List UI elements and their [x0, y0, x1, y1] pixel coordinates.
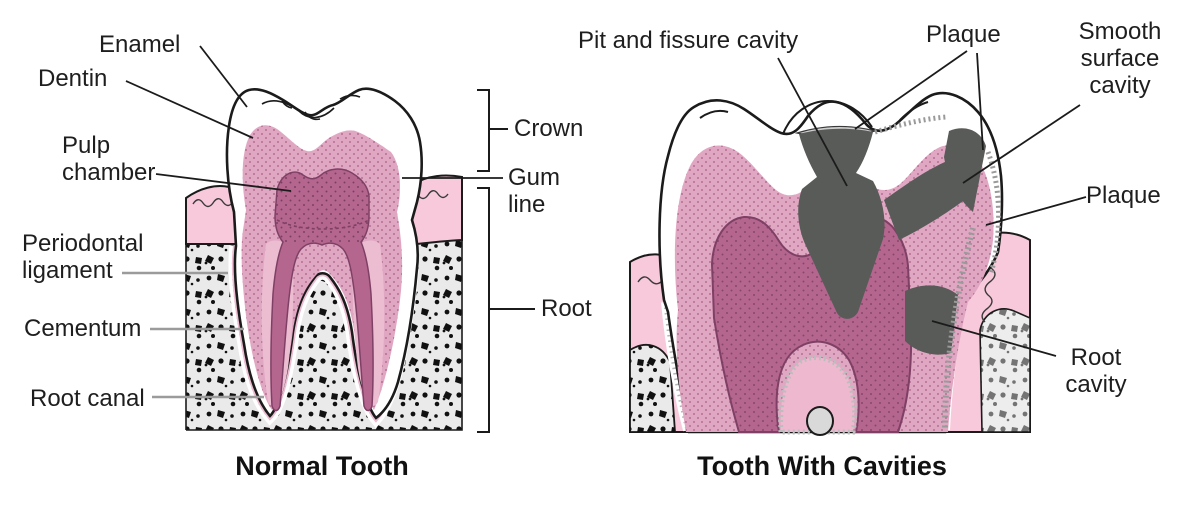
root-canal-cross-section: [778, 355, 858, 436]
plaque-top-leader-b: [976, 52, 984, 151]
pit-fissure-leader: [777, 57, 848, 187]
plaque-top-leader-a: [854, 50, 968, 130]
crown-dome-detail: [699, 99, 929, 135]
root-bracket: [477, 187, 490, 433]
cavity-shapes: [798, 128, 986, 355]
caption-normal-tooth: Normal Tooth: [235, 451, 409, 481]
label-pulp-chamber: Pulp chamber: [62, 132, 156, 187]
pulp-chamber-shape: [270, 168, 374, 412]
label-smooth-surface-cavity: Smooth surface cavity: [1078, 18, 1162, 100]
plaque-side-leader: [985, 196, 1087, 226]
crown-bracket: [477, 89, 490, 172]
label-gum-line: Gum line: [508, 164, 561, 219]
smooth-surface-cavity-shape: [944, 128, 986, 212]
root-cavity-leader: [931, 320, 1057, 357]
label-enamel: Enamel: [99, 31, 181, 58]
leader-lines-black: [125, 45, 1087, 357]
label-root-canal: Root canal: [30, 385, 145, 412]
label-dentin: Dentin: [38, 65, 108, 92]
smooth-surface-leader: [962, 104, 1081, 184]
label-cementum: Cementum: [24, 315, 142, 342]
label-periodontal-ligament: Periodontal ligament: [22, 230, 144, 285]
brackets: [477, 89, 535, 433]
label-plaque-top: Plaque: [926, 21, 1001, 48]
pit-and-fissure-cavity-shape: [798, 128, 885, 319]
occlusal-grooves: [261, 94, 361, 121]
cavities-tooth-illustration: [629, 91, 1031, 436]
label-root: Root: [541, 295, 592, 322]
root-cavity-shape: [905, 285, 958, 355]
caption-tooth-with-cavities: Tooth With Cavities: [697, 451, 947, 481]
enamel-leader: [199, 45, 248, 108]
leader-lines-gray: [122, 271, 264, 399]
dentin-leader: [125, 80, 254, 139]
right-panel-bone: [629, 308, 1031, 433]
label-crown: Crown: [514, 115, 584, 142]
label-plaque-side: Plaque: [1086, 182, 1161, 209]
cavity-wing-shape: [884, 161, 967, 240]
pulp-chamber-leader: [155, 173, 292, 192]
normal-tooth-illustration: [185, 87, 463, 431]
plaque-strips: [874, 114, 1002, 429]
label-pit-and-fissure-cavity: Pit and fissure cavity: [578, 27, 799, 54]
label-root-cavity: Root cavity: [1065, 344, 1127, 399]
